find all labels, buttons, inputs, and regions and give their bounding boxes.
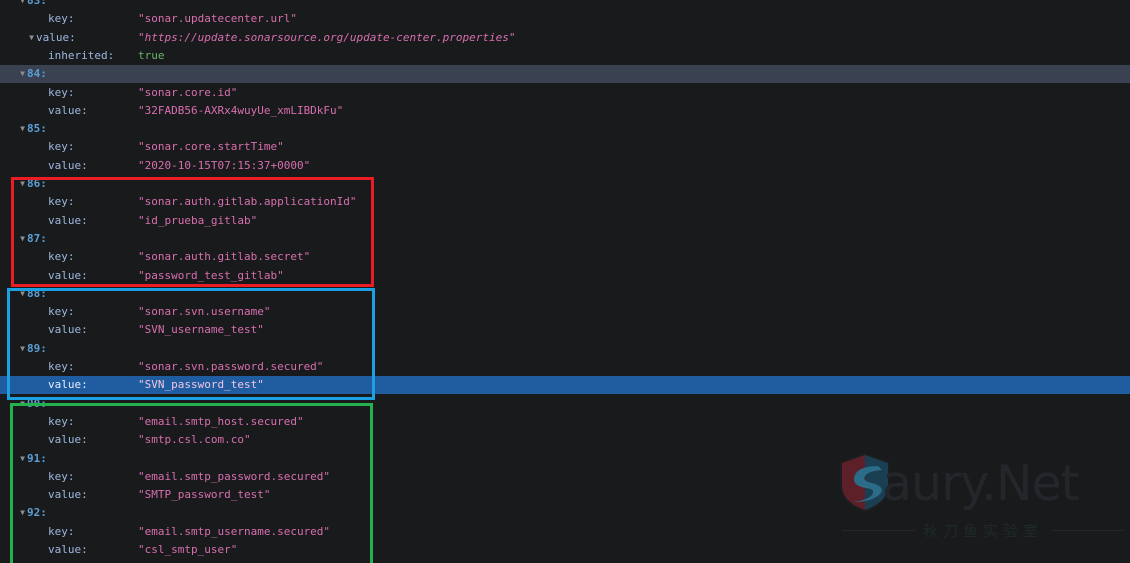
field-label: key: bbox=[48, 414, 75, 428]
tree-index-label: 85: bbox=[27, 122, 47, 136]
field-value: "sonar.core.startTime" bbox=[138, 140, 284, 154]
field-label: key: bbox=[48, 195, 75, 209]
field-value: true bbox=[138, 48, 165, 62]
field-value[interactable]: "https://update.sonarsource.org/update-c… bbox=[138, 30, 516, 44]
chevron-down-icon[interactable]: ▼ bbox=[20, 233, 25, 243]
field-label: value: bbox=[48, 543, 88, 556]
field-label: value: bbox=[48, 323, 88, 337]
field-label: value: bbox=[48, 268, 88, 282]
tree-field-row[interactable]: value: "32FADB56-AXRx4wuyUe_xmLIBDkFu" bbox=[0, 102, 1130, 120]
chevron-down-icon[interactable]: ▼ bbox=[20, 453, 25, 463]
field-value: "email.smtp_password.secured" bbox=[138, 469, 331, 483]
field-label: key: bbox=[48, 360, 75, 373]
tree-field-row[interactable]: key: "sonar.auth.gitlab.applicationId" bbox=[0, 193, 1130, 211]
tree-index-row[interactable]: ▼86: bbox=[0, 175, 1130, 193]
field-value: "sonar.svn.username" bbox=[138, 305, 271, 319]
field-label: value: bbox=[48, 378, 88, 392]
field-label: inherited: bbox=[48, 48, 115, 62]
tree-index-row[interactable]: ▼83: bbox=[0, 0, 1130, 10]
tree-index-label: 86: bbox=[27, 177, 47, 190]
field-value: "smtp.csl.com.co" bbox=[138, 433, 251, 447]
tree-field-row[interactable]: key: "email.smtp_password.secured" bbox=[0, 468, 1130, 486]
field-value: "SVN_password_test" bbox=[138, 378, 264, 392]
field-value: "email.smtp_host.secured" bbox=[138, 414, 304, 428]
chevron-down-icon[interactable]: ▼ bbox=[20, 508, 25, 518]
tree-index-label: 88: bbox=[27, 286, 47, 300]
tree-index-label: 89: bbox=[27, 341, 47, 355]
field-label: key: bbox=[48, 12, 75, 26]
field-value: "csl_smtp_user" bbox=[138, 543, 238, 556]
tree-field-row[interactable]: inherited: true bbox=[0, 47, 1130, 65]
field-value: "password_test_gitlab" bbox=[138, 268, 284, 282]
tree-field-row[interactable]: value: "password_test_gitlab" bbox=[0, 267, 1130, 285]
tree-field-row[interactable]: key: "sonar.svn.username" bbox=[0, 303, 1130, 321]
tree-index-row[interactable]: ▼92: bbox=[0, 504, 1130, 522]
tree-index-row[interactable]: ▼84: bbox=[0, 65, 1130, 84]
tree-field-row[interactable]: key: "sonar.svn.password.secured" bbox=[0, 358, 1130, 376]
field-label: value: bbox=[48, 433, 88, 447]
field-value: "sonar.svn.password.secured" bbox=[138, 360, 324, 373]
field-value: "SVN_username_test" bbox=[138, 323, 264, 337]
tree-index-row[interactable]: ▼88: bbox=[0, 285, 1130, 303]
chevron-down-icon[interactable]: ▼ bbox=[20, 179, 25, 188]
field-label: value: bbox=[48, 103, 88, 117]
tree-field-row[interactable]: key: "sonar.updatecenter.url" bbox=[0, 10, 1130, 28]
field-value: "32FADB56-AXRx4wuyUe_xmLIBDkFu" bbox=[138, 103, 344, 117]
field-label: key: bbox=[48, 305, 75, 319]
tree-field-row[interactable]: key: "email.smtp_host.secured" bbox=[0, 413, 1130, 431]
tree-index-label: 84: bbox=[27, 67, 47, 81]
field-label: value: bbox=[48, 213, 88, 227]
tree-index-row[interactable]: ▼87: bbox=[0, 230, 1130, 248]
chevron-down-icon[interactable]: ▼ bbox=[29, 32, 34, 42]
chevron-down-icon[interactable]: ▼ bbox=[20, 288, 25, 298]
tree-index-label: 92: bbox=[27, 506, 47, 520]
field-label: key: bbox=[48, 250, 75, 264]
field-value: "sonar.core.id" bbox=[138, 85, 238, 99]
tree-field-row[interactable]: value: "SVN_password_test" bbox=[0, 376, 1130, 395]
field-label: key: bbox=[48, 524, 75, 538]
chevron-down-icon[interactable]: ▼ bbox=[20, 124, 25, 134]
field-label: key: bbox=[48, 85, 75, 99]
field-value: "2020-10-15T07:15:37+0000" bbox=[138, 158, 311, 172]
chevron-down-icon[interactable]: ▼ bbox=[20, 0, 25, 5]
tree-field-row[interactable]: key: "sonar.core.id" bbox=[0, 84, 1130, 102]
tree-field-row[interactable]: value: "2020-10-15T07:15:37+0000" bbox=[0, 157, 1130, 175]
field-label: key: bbox=[48, 469, 75, 483]
tree-field-row[interactable]: value: "SVN_username_test" bbox=[0, 321, 1130, 339]
field-label: value: bbox=[48, 158, 88, 172]
field-value: "SMTP_password_test" bbox=[138, 488, 271, 502]
chevron-down-icon[interactable]: ▼ bbox=[20, 343, 25, 353]
tree-field-row[interactable]: value: "smtp.csl.com.co" bbox=[0, 431, 1130, 449]
field-label: value: bbox=[36, 30, 76, 44]
field-value: "sonar.updatecenter.url" bbox=[138, 12, 297, 26]
tree-field-row[interactable]: value: "id_prueba_gitlab" bbox=[0, 212, 1130, 230]
tree-field-row[interactable]: key: "sonar.core.startTime" bbox=[0, 138, 1130, 156]
tree-index-row[interactable]: ▼90: bbox=[0, 395, 1130, 413]
field-value: "sonar.auth.gitlab.secret" bbox=[138, 250, 311, 264]
tree-index-row[interactable]: ▼91: bbox=[0, 450, 1130, 468]
tree-field-row[interactable]: value: "csl_smtp_user" bbox=[0, 541, 1130, 559]
tree-field-row[interactable]: key: "email.smtp_username.secured" bbox=[0, 523, 1130, 541]
tree-field-row[interactable]: key: "sonar.auth.gitlab.secret" bbox=[0, 248, 1130, 266]
tree-field-row[interactable]: value: "SMTP_password_test" bbox=[0, 486, 1130, 504]
field-value: "id_prueba_gitlab" bbox=[138, 213, 258, 227]
field-value: "sonar.auth.gitlab.applicationId" bbox=[138, 195, 357, 209]
field-label: key: bbox=[48, 140, 75, 154]
tree-field-row[interactable]: ▼value: "https://update.sonarsource.org/u… bbox=[0, 29, 1130, 47]
tree-index-label: 91: bbox=[27, 451, 47, 465]
tree-index-label: 87: bbox=[27, 231, 47, 245]
tree-index-row[interactable]: ▼89: bbox=[0, 340, 1130, 358]
tree-index-row[interactable]: ▼85: bbox=[0, 120, 1130, 138]
chevron-down-icon[interactable]: ▼ bbox=[20, 69, 25, 79]
chevron-down-icon[interactable]: ▼ bbox=[20, 398, 25, 408]
field-label: value: bbox=[48, 488, 88, 502]
field-value: "email.smtp_username.secured" bbox=[138, 524, 331, 538]
tree-index-label: 90: bbox=[27, 396, 47, 410]
tree-index-label: 83: bbox=[27, 0, 47, 7]
